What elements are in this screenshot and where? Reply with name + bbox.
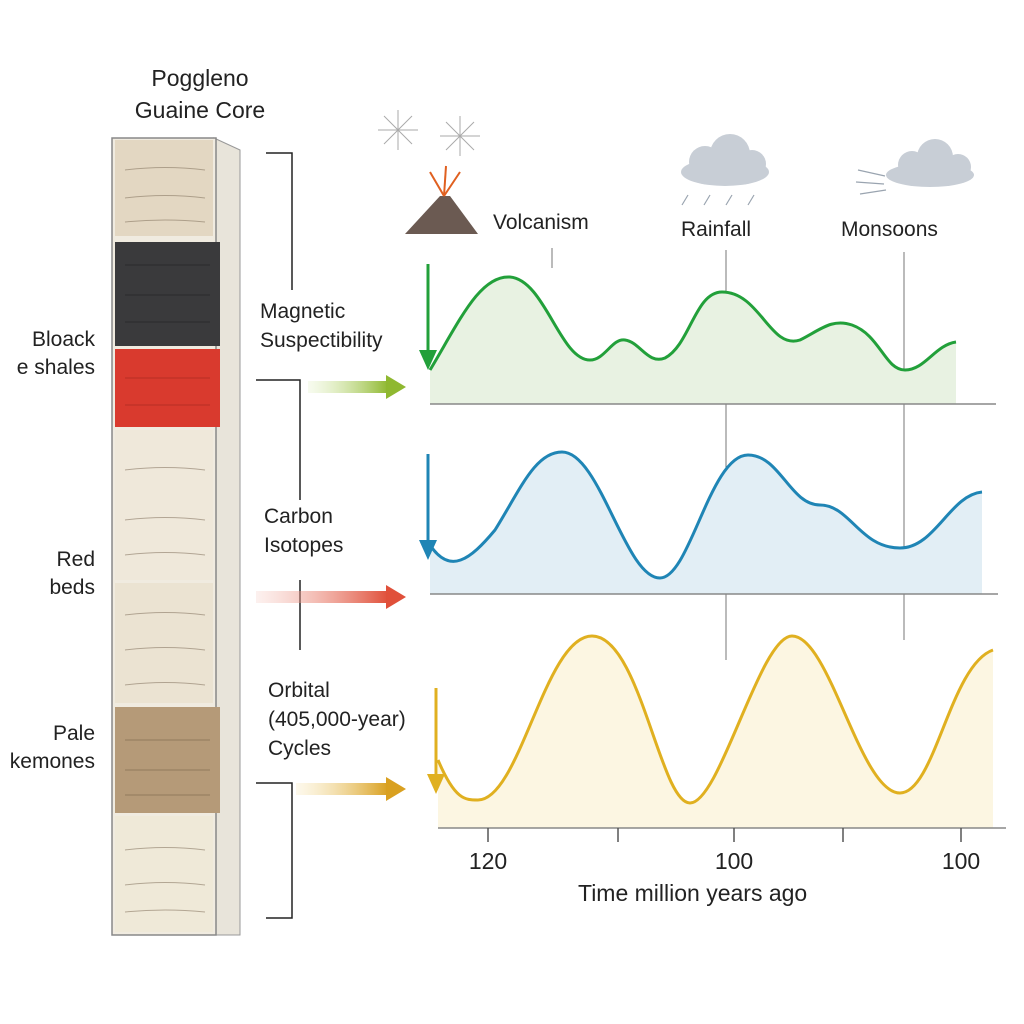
down-arrow-head (419, 540, 437, 560)
proxy-label-line: Carbon (264, 505, 333, 528)
x-tick-label: 120 (468, 848, 508, 874)
core-column (111, 137, 241, 936)
proxy-label-line: Cycles (268, 737, 332, 760)
core-title: Poggleno Guaine Core (100, 62, 300, 126)
curve-fill-carbon (430, 452, 982, 594)
layer-name: Pale (52, 722, 95, 745)
layer-label-pale-limestones: Pale kemones (10, 720, 95, 776)
x-axis-ticks (487, 828, 962, 842)
proxy-label-carbon: Carbon Isotopes (264, 502, 343, 560)
proxy-label-line: Suspectibility (260, 329, 383, 352)
x-axis-title: Time million years ago (578, 880, 808, 906)
x-tick-label: 100 (941, 848, 981, 874)
layer-name: Red (56, 548, 95, 571)
core-segment-red-bed (115, 349, 220, 427)
event-label-volcanism: Volcanism (493, 211, 589, 234)
core-brackets (256, 152, 301, 919)
core-segment-black-shale (115, 242, 220, 346)
core-segment-tan (115, 707, 220, 813)
proxy-label-line: Isotopes (264, 534, 344, 557)
curve-carbon (428, 450, 983, 580)
curve-orbital (436, 634, 994, 805)
core-title-line1: Poggleno (151, 65, 249, 91)
proxy-label-orbital: Orbital (405,000-year) Cycles (268, 676, 406, 763)
curve-magnetic (428, 275, 957, 372)
time-series-panels (419, 264, 1006, 842)
layer-name-cont: kemones (9, 750, 95, 773)
panel-orbital (427, 634, 1006, 829)
curve-fill-orbital (438, 636, 993, 828)
core-segment-pale-bottom (115, 816, 213, 932)
rain-cloud-icon (681, 134, 769, 206)
volcano-icon (378, 110, 480, 234)
arrow-magnetic (308, 375, 406, 399)
monsoon-cloud-icon (855, 139, 974, 195)
layer-label-black-shales: Bloack e shales (17, 326, 95, 382)
core-segment-pale-1 (115, 430, 213, 580)
x-tick-label: 100 (714, 848, 754, 874)
curve-fill-magnetic (430, 276, 956, 404)
layer-name-cont: beds (49, 576, 95, 599)
down-arrow-head (419, 350, 437, 370)
layer-name-cont: e shales (16, 356, 95, 379)
arrow-carbon (256, 585, 406, 609)
proxy-label-magnetic: Magnetic Suspectibility (260, 297, 383, 355)
event-label-rainfall: Rainfall (681, 218, 752, 241)
core-title-line2: Guaine Core (134, 97, 266, 123)
arrow-orbital (296, 777, 406, 801)
proxy-label-line: Magnetic (260, 300, 346, 323)
proxy-label-line: Orbital (268, 679, 330, 702)
proxy-label-line: (405,000-year) (268, 708, 406, 731)
layer-name: Bloack (31, 328, 95, 351)
panel-magnetic (419, 264, 996, 405)
panel-carbon (419, 450, 998, 595)
core-segment-pale-2 (115, 583, 213, 703)
event-label-monsoons: Monsoons (841, 218, 938, 241)
layer-label-red-beds: Red beds (49, 546, 95, 602)
down-arrow-head (427, 774, 445, 794)
